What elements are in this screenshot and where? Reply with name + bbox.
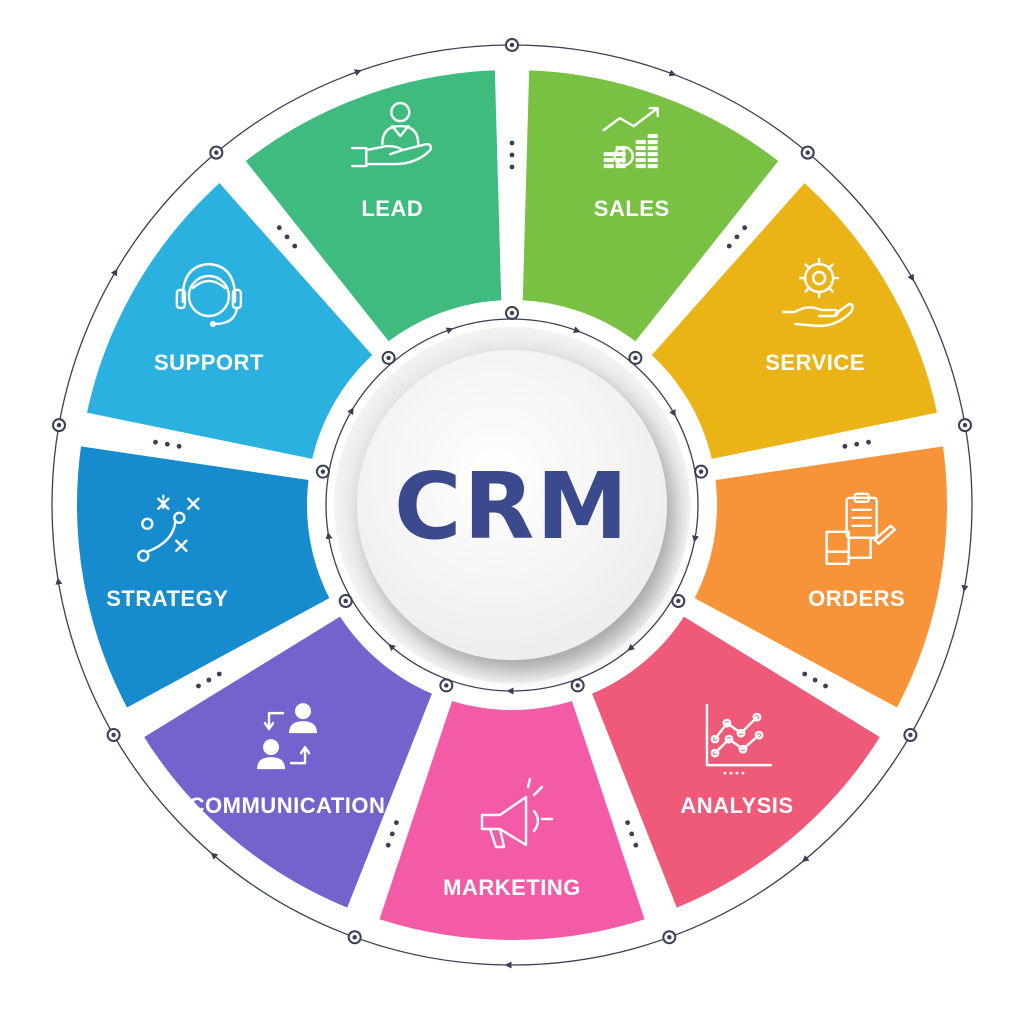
segment-sales-label: SALES bbox=[594, 196, 670, 221]
divider-dot bbox=[509, 164, 515, 170]
center-disc bbox=[357, 350, 667, 660]
divider-dot bbox=[284, 234, 290, 240]
divider-dot bbox=[633, 842, 639, 848]
clipboard-boxes-icon bbox=[825, 492, 896, 565]
inner-node-dot bbox=[698, 469, 704, 474]
segment-marketing: MARKETING bbox=[368, 689, 656, 950]
divider-dot bbox=[842, 443, 848, 449]
segment-support: SUPPORT bbox=[75, 170, 385, 470]
center-title: CRM bbox=[394, 453, 630, 560]
segment-analysis-shape bbox=[580, 604, 892, 920]
divider-dot bbox=[276, 225, 282, 231]
divider-dot bbox=[216, 671, 222, 677]
center-hub: CRM bbox=[325, 318, 699, 692]
segment-lead: LEAD bbox=[233, 60, 512, 354]
inner-node-dot bbox=[633, 355, 638, 361]
outer-node-dot bbox=[908, 732, 913, 738]
inner-track bbox=[325, 318, 699, 692]
divider-dot bbox=[629, 831, 635, 837]
outer-node-dot bbox=[214, 150, 219, 155]
segment-service: SERVICE bbox=[639, 170, 949, 470]
divider-dot bbox=[823, 683, 828, 689]
segment-communication-shape bbox=[132, 604, 444, 920]
segment-strategy-label: STRATEGY bbox=[106, 586, 228, 611]
divider-dot bbox=[393, 820, 399, 826]
segment-strategy: STRATEGY bbox=[67, 435, 342, 720]
segment-marketing-label: MARKETING bbox=[443, 875, 581, 900]
inner-node-dot bbox=[509, 310, 515, 316]
outer-node-dot bbox=[667, 935, 672, 940]
segment-analysis: ANALYSIS bbox=[580, 604, 892, 920]
divider-dot bbox=[854, 441, 860, 447]
segment-service-shape bbox=[639, 170, 949, 470]
segment-communication: COMMUNICATION bbox=[132, 604, 444, 920]
outer-node-dot bbox=[962, 422, 968, 428]
line-chart-icon bbox=[705, 703, 773, 775]
segment-sales: SALES bbox=[512, 60, 791, 354]
divider-dot bbox=[176, 443, 182, 449]
divider-dot bbox=[196, 683, 201, 689]
segment-orders-shape bbox=[682, 435, 957, 720]
connector-nodes bbox=[51, 38, 973, 945]
divider-dot bbox=[802, 671, 808, 677]
divider-dot bbox=[625, 820, 631, 826]
divider-dot bbox=[153, 439, 158, 445]
segment-service-label: SERVICE bbox=[765, 350, 865, 375]
divider-dot bbox=[206, 677, 212, 683]
divider-dot bbox=[164, 441, 170, 447]
divider-dot bbox=[812, 677, 818, 683]
money-growth-icon bbox=[602, 106, 659, 169]
gear-hand-icon bbox=[781, 257, 854, 328]
divider-dot bbox=[385, 842, 391, 848]
inner-node-dot bbox=[575, 683, 580, 688]
outer-node-dot bbox=[352, 935, 357, 940]
segment-strategy-shape bbox=[67, 435, 342, 720]
segment-marketing-shape bbox=[368, 689, 656, 950]
segment-support-label: SUPPORT bbox=[154, 350, 264, 375]
divider-dot bbox=[509, 152, 515, 158]
divider-dot bbox=[509, 140, 515, 146]
strategy-play-icon bbox=[137, 494, 200, 562]
inner-node-dot bbox=[444, 683, 449, 688]
segments: SALES SERVICE ORDERS ANALYSIS MARKETING COMMU… bbox=[67, 60, 957, 950]
people-exchange-icon bbox=[257, 703, 318, 770]
segment-lead-shape bbox=[233, 60, 512, 354]
inner-node-dot bbox=[676, 598, 681, 604]
outer-node-dot bbox=[509, 42, 515, 48]
divider-dot bbox=[726, 243, 732, 249]
outer-node-dot bbox=[56, 422, 62, 428]
inner-node-dot bbox=[386, 355, 391, 361]
segment-orders: ORDERS bbox=[682, 435, 957, 720]
divider-dot bbox=[866, 439, 871, 445]
segment-communication-label: COMMUNICATION bbox=[189, 793, 386, 818]
hand-person-icon bbox=[351, 101, 432, 168]
outer-node-dot bbox=[805, 150, 810, 155]
divider-dot bbox=[292, 243, 298, 249]
megaphone-icon bbox=[480, 777, 554, 849]
divider-dot bbox=[742, 225, 748, 231]
inner-node-dot bbox=[320, 469, 326, 474]
segment-orders-label: ORDERS bbox=[808, 586, 905, 611]
divider-dot bbox=[734, 234, 740, 240]
segment-analysis-label: ANALYSIS bbox=[680, 793, 793, 818]
inner-node-dot bbox=[343, 598, 348, 604]
segment-lead-label: LEAD bbox=[361, 196, 423, 221]
headset-agent-icon bbox=[175, 262, 243, 327]
outer-node-dot bbox=[111, 732, 116, 738]
segment-sales-shape bbox=[512, 60, 791, 354]
divider-dot bbox=[389, 831, 395, 837]
